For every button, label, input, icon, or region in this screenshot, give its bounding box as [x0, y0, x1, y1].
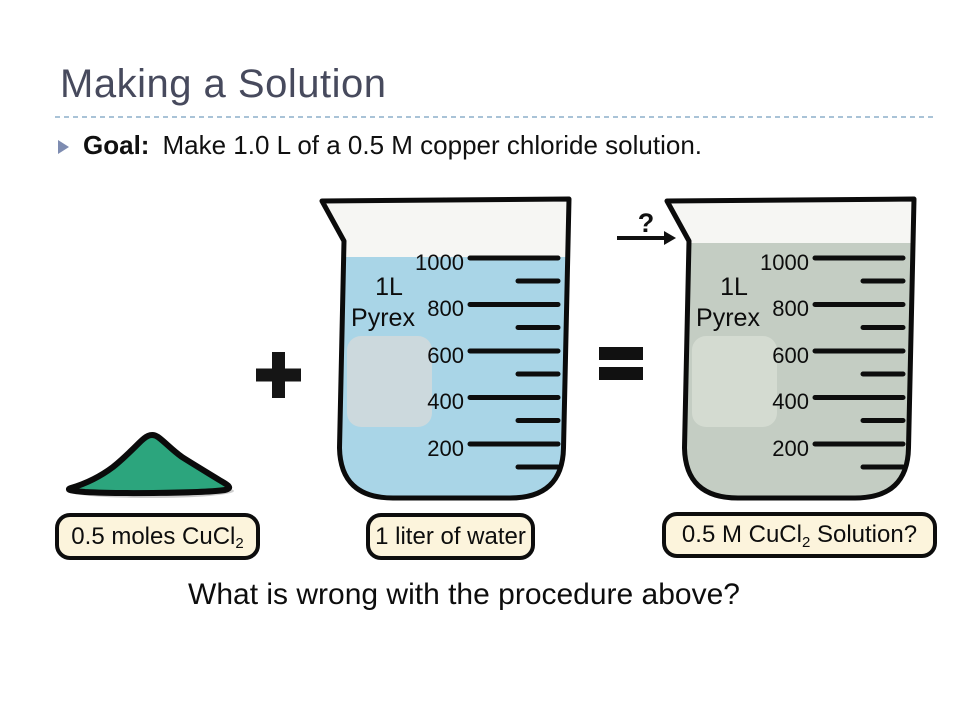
caption-powder-text: 0.5 moles CuCl: [71, 522, 236, 550]
graduation-label: 1000: [415, 250, 464, 275]
bullet-icon: [58, 140, 69, 154]
pour-arrow-icon: [617, 231, 676, 245]
graduation-label: 800: [772, 296, 809, 321]
graduation-label: 400: [427, 389, 464, 414]
question-text: What is wrong with the procedure above?: [188, 578, 740, 611]
title-divider: [55, 116, 937, 118]
graduation-label: 600: [772, 343, 809, 368]
graduation-label: 800: [427, 296, 464, 321]
caption-powder-subscript: 2: [235, 535, 244, 552]
beaker-water: 1L Pyrex 1000 800 600 400 200: [319, 196, 572, 501]
caption-solution-tail: Solution?: [810, 521, 918, 548]
beaker-solution: 1L Pyrex 1000 800 600 400 200: [664, 196, 917, 501]
caption-water: 1 liter of water: [366, 513, 535, 560]
caption-solution-subscript: 2: [801, 533, 811, 551]
equals-icon: [599, 347, 643, 380]
goal-line: Goal: Make 1.0 L of a 0.5 M copper chlor…: [58, 130, 702, 161]
beaker-outline: [319, 196, 572, 501]
plus-icon: [256, 352, 301, 398]
caption-water-text: 1 liter of water: [375, 522, 526, 550]
graduation-label: 200: [772, 436, 809, 461]
beaker-label-patch: [347, 336, 432, 427]
graduation-label: 200: [427, 436, 464, 461]
slide-title: Making a Solution: [60, 62, 387, 106]
beaker-brand-label: Pyrex: [696, 304, 760, 332]
powder-pile: [65, 431, 234, 498]
powder-mound: [65, 431, 233, 497]
graduation-label: 400: [772, 389, 809, 414]
beaker-brand-label: Pyrex: [351, 304, 415, 332]
beaker-capacity-label: 1L: [375, 273, 403, 301]
beaker-label-patch: [692, 336, 777, 427]
caption-solution-text: 0.5 M CuCl: [681, 521, 802, 548]
goal-text: Make 1.0 L of a 0.5 M copper chloride so…: [162, 130, 703, 160]
goal-label: Goal:: [83, 130, 150, 160]
graduation-label: 600: [427, 343, 464, 368]
beaker-outline: [664, 196, 917, 501]
beaker-capacity-label: 1L: [720, 273, 748, 301]
water-fill: [339, 257, 568, 497]
graduation-label: 1000: [760, 250, 809, 275]
question-mark: ?: [638, 208, 655, 238]
